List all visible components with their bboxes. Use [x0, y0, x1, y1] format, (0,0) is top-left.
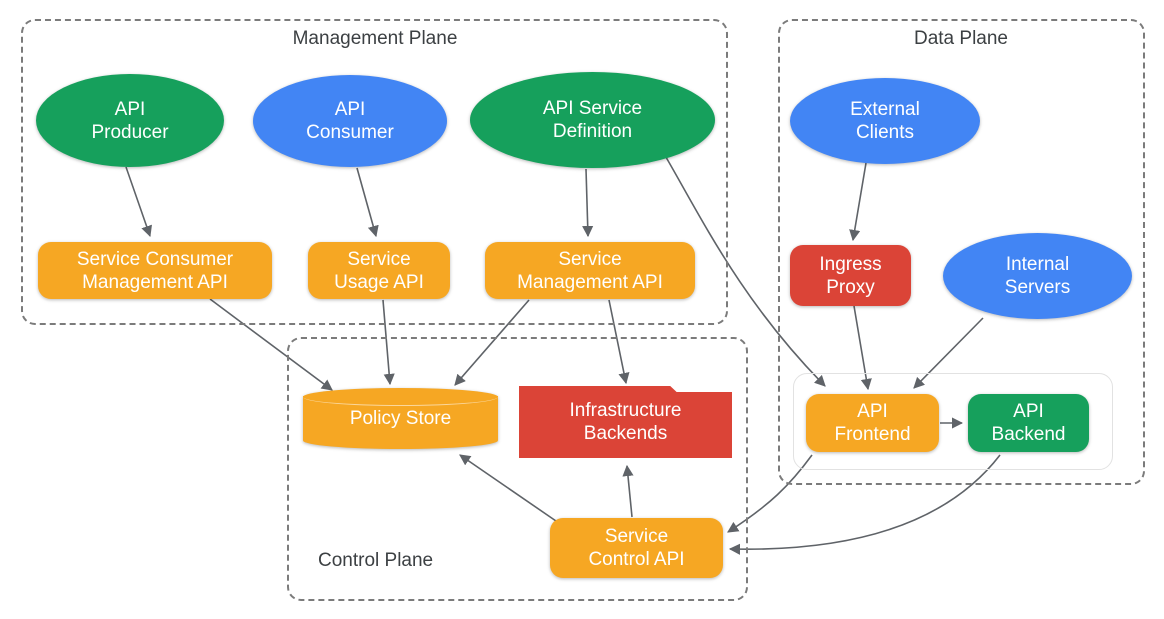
node-api-producer-label: API Producer — [91, 98, 169, 143]
node-service-consumer-management-api-label: Service Consumer Management API — [76, 248, 234, 293]
node-policy-store[interactable]: Policy Store — [303, 388, 498, 449]
node-api-producer[interactable]: API Producer — [36, 74, 224, 167]
node-api-consumer[interactable]: API Consumer — [253, 75, 447, 167]
node-service-management-api-label: Service Management API — [517, 248, 663, 293]
node-service-control-api[interactable]: Service Control API — [550, 518, 723, 578]
node-external-clients[interactable]: External Clients — [790, 78, 980, 164]
node-api-backend-label: API Backend — [991, 401, 1066, 445]
node-service-consumer-management-api[interactable]: Service Consumer Management API — [38, 242, 272, 299]
node-service-management-api[interactable]: Service Management API — [485, 242, 695, 299]
node-infrastructure-backends-label: Infrastructure Backends — [569, 400, 682, 444]
plane-data-plane — [778, 19, 1145, 485]
plane-label-data-plane: Data Plane — [913, 28, 1008, 49]
node-api-service-definition[interactable]: API Service Definition — [470, 72, 715, 168]
node-internal-servers[interactable]: Internal Servers — [943, 233, 1132, 319]
node-external-clients-label: External Clients — [850, 99, 920, 143]
plane-label-management-plane: Management Plane — [292, 28, 458, 49]
plane-control-plane — [287, 337, 748, 601]
policy-store-top — [303, 388, 498, 406]
node-service-usage-api-label: Service Usage API — [334, 248, 424, 293]
node-api-frontend[interactable]: API Frontend — [806, 394, 939, 452]
api-gateway-group-box — [793, 373, 1113, 470]
node-ingress-proxy[interactable]: Ingress Proxy — [790, 245, 911, 306]
node-api-frontend-label: API Frontend — [834, 401, 911, 445]
node-api-backend[interactable]: API Backend — [968, 394, 1089, 452]
plane-management-plane — [21, 19, 728, 325]
node-api-consumer-label: API Consumer — [306, 99, 394, 143]
node-policy-store-label: Policy Store — [349, 408, 452, 429]
plane-label-control-plane: Control Plane — [318, 550, 434, 571]
node-internal-servers-label: Internal Servers — [1004, 254, 1071, 298]
node-infrastructure-backends[interactable]: Infrastructure Backends — [519, 386, 732, 458]
node-service-control-api-label: Service Control API — [588, 526, 685, 570]
node-ingress-proxy-label: Ingress Proxy — [819, 253, 882, 298]
node-service-usage-api[interactable]: Service Usage API — [308, 242, 450, 299]
node-api-service-definition-label: API Service Definition — [542, 98, 643, 142]
